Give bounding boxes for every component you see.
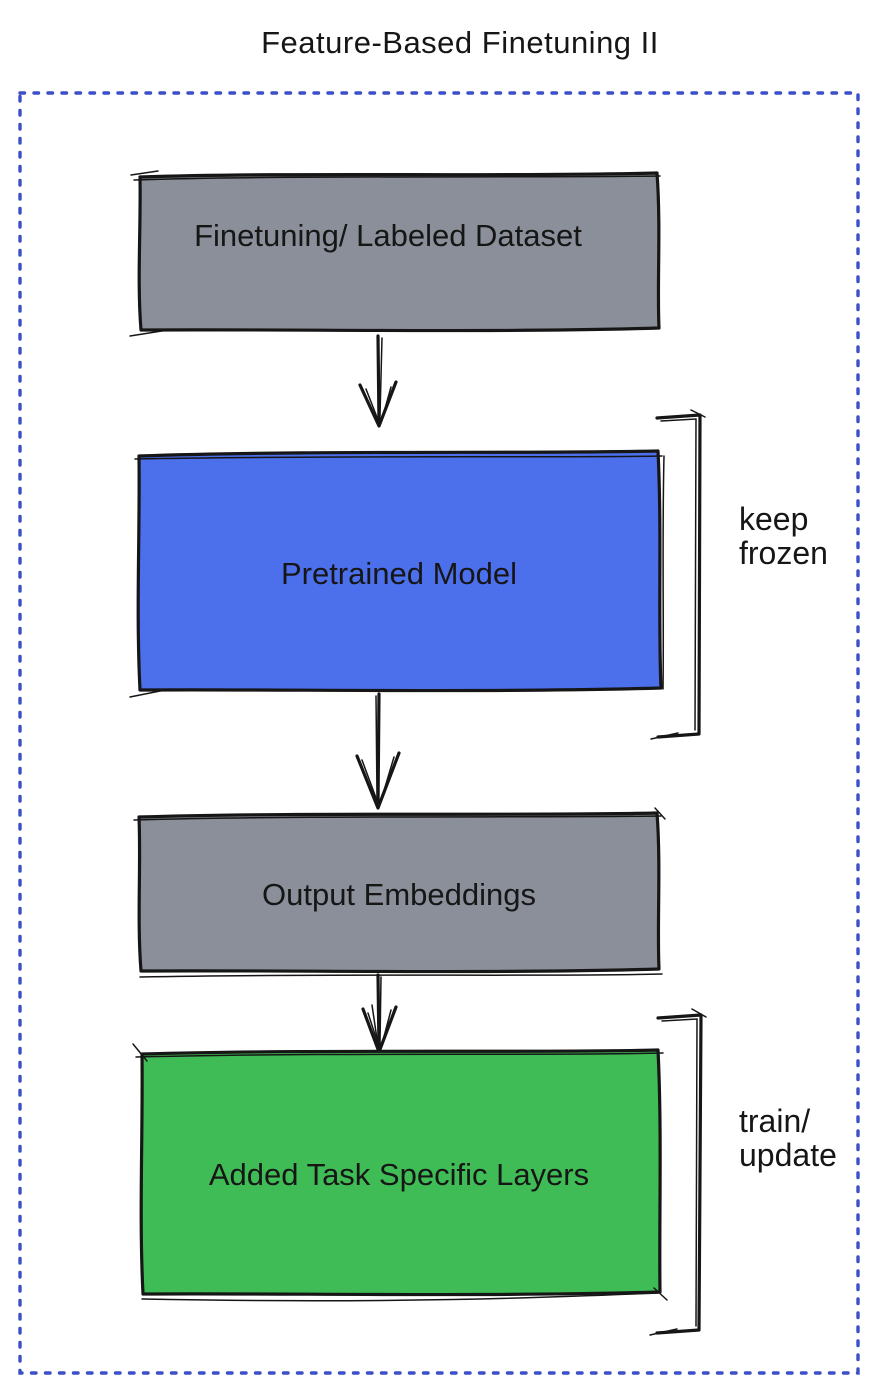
node-finetuning-dataset: Finetuning/ Labeled Dataset [129, 170, 661, 337]
train-update-line2: update [739, 1137, 837, 1173]
sketch-stroke [361, 759, 380, 807]
pretrained-model-box [136, 449, 663, 693]
sketch-stroke [130, 170, 159, 176]
train-update-bracket [649, 1008, 707, 1336]
sketch-stroke [129, 688, 171, 698]
sketch-stroke [650, 732, 679, 740]
sketch-stroke [379, 976, 382, 1045]
sketch-stroke [133, 815, 662, 821]
task-specific-layers-label: Added Task Specific Layers [209, 1157, 589, 1192]
sketch-stroke [662, 455, 665, 690]
flow-arrow-3 [361, 973, 398, 1054]
arrow-shaft [376, 692, 381, 808]
flow-arrow-2 [355, 692, 401, 810]
train-update-label: train/ update [739, 1103, 837, 1173]
arrow-head-icon [358, 380, 398, 428]
sketch-stroke [379, 337, 383, 417]
keep-frozen-bracket [650, 409, 706, 740]
sketch-stroke [135, 1052, 664, 1058]
sketch-stroke [371, 1004, 379, 1047]
node-pretrained-model: Pretrained Model [129, 449, 665, 698]
sketch-stroke [690, 409, 706, 418]
sketch-stroke [379, 756, 395, 805]
arrow-head-icon [355, 751, 401, 810]
sketch-stroke [375, 695, 378, 799]
sketch-stroke [132, 1043, 148, 1062]
pretrained-model-label: Pretrained Model [281, 556, 517, 591]
page-title: Feature-Based Finetuning II [261, 25, 659, 60]
node-task-specific-layers: Added Task Specific Layers [132, 1043, 668, 1302]
sketch-stroke [380, 386, 392, 424]
sketch-stroke [654, 807, 666, 820]
keep-frozen-label: keep frozen [739, 501, 828, 571]
finetuning-dataset-box [137, 171, 661, 333]
sketch-stroke [141, 1292, 659, 1302]
bracket-icon [655, 413, 702, 739]
task-specific-layers-box [139, 1048, 662, 1297]
train-update-line1: train/ [739, 1103, 810, 1139]
sketch-stroke [649, 1328, 678, 1336]
output-embeddings-box [137, 811, 661, 974]
arrow-shaft [376, 334, 381, 426]
arrow-shaft [376, 973, 381, 1052]
flow-arrow-1 [358, 334, 398, 428]
sketch-stroke [653, 1287, 668, 1301]
sketch-stroke [365, 388, 381, 426]
dotted-border-frame [18, 91, 860, 1375]
sketch-stroke [134, 455, 663, 460]
node-output-embeddings: Output Embeddings [133, 807, 666, 978]
sketch-stroke [660, 418, 697, 731]
output-embeddings-label: Output Embeddings [262, 877, 536, 912]
sketch-stroke [133, 175, 661, 181]
keep-frozen-line2: frozen [739, 535, 828, 571]
sketch-stroke [139, 973, 663, 978]
sketch-stroke [691, 1008, 707, 1018]
finetuning-dataset-label: Finetuning/ Labeled Dataset [194, 218, 582, 253]
bracket-icon [655, 1013, 703, 1335]
sketch-stroke [380, 1009, 392, 1049]
sketch-stroke [661, 1018, 698, 1327]
keep-frozen-line1: keep [739, 501, 808, 537]
sketch-stroke [129, 329, 169, 337]
